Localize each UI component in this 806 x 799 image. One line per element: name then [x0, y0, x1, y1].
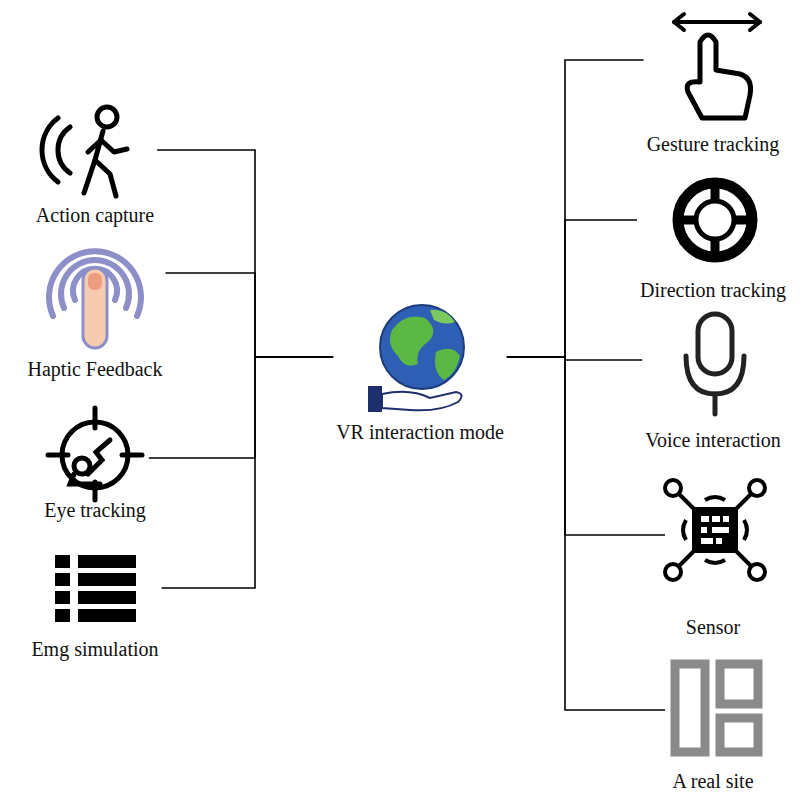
- tree-connector: [157, 150, 333, 357]
- icon-node: Gesture tracking: [644, 2, 783, 156]
- node-label: Voice interaction: [642, 428, 784, 452]
- node-label: A real site: [665, 769, 761, 793]
- direction-icon: [675, 180, 755, 260]
- tree-connector: [507, 60, 644, 357]
- tree-connector: [507, 357, 665, 535]
- node-label: VR interaction mode: [333, 420, 507, 444]
- node-label: Action capture: [33, 203, 157, 227]
- globe-hand-icon: [368, 305, 464, 412]
- eye-tracking-icon: [48, 408, 142, 500]
- microphone-icon: [686, 314, 744, 414]
- icon-node: Haptic Feedback: [25, 232, 166, 381]
- icon-node: Direction tracking: [637, 172, 789, 302]
- node-label: Sensor: [665, 615, 761, 639]
- node-label: Emg simulation: [28, 637, 161, 661]
- gesture-icon: [674, 14, 760, 118]
- center-node: VR interaction mode: [333, 303, 507, 444]
- sensor-icon: [665, 480, 765, 580]
- node-label: Eye tracking: [41, 498, 149, 522]
- tree-connector: [149, 357, 333, 458]
- icon-node: Action capture: [33, 104, 157, 227]
- icon-node: Sensor: [665, 476, 761, 639]
- node-label: Haptic Feedback: [25, 357, 166, 381]
- icon-node: Voice interaction: [642, 306, 784, 452]
- tree-connector: [507, 220, 637, 357]
- real-site-icon: [675, 664, 758, 752]
- tree-connector: [507, 357, 665, 710]
- icon-node: Eye tracking: [41, 404, 149, 522]
- tree-connector: [165, 273, 333, 357]
- node-label: Direction tracking: [637, 278, 789, 302]
- tree-connector: [162, 357, 334, 588]
- action-capture-icon: [42, 107, 127, 196]
- emg-list-icon: [55, 555, 136, 622]
- icon-node: A real site: [665, 656, 761, 793]
- haptic-icon: [49, 251, 141, 348]
- icon-node: Emg simulation: [28, 552, 161, 661]
- node-label: Gesture tracking: [644, 132, 783, 156]
